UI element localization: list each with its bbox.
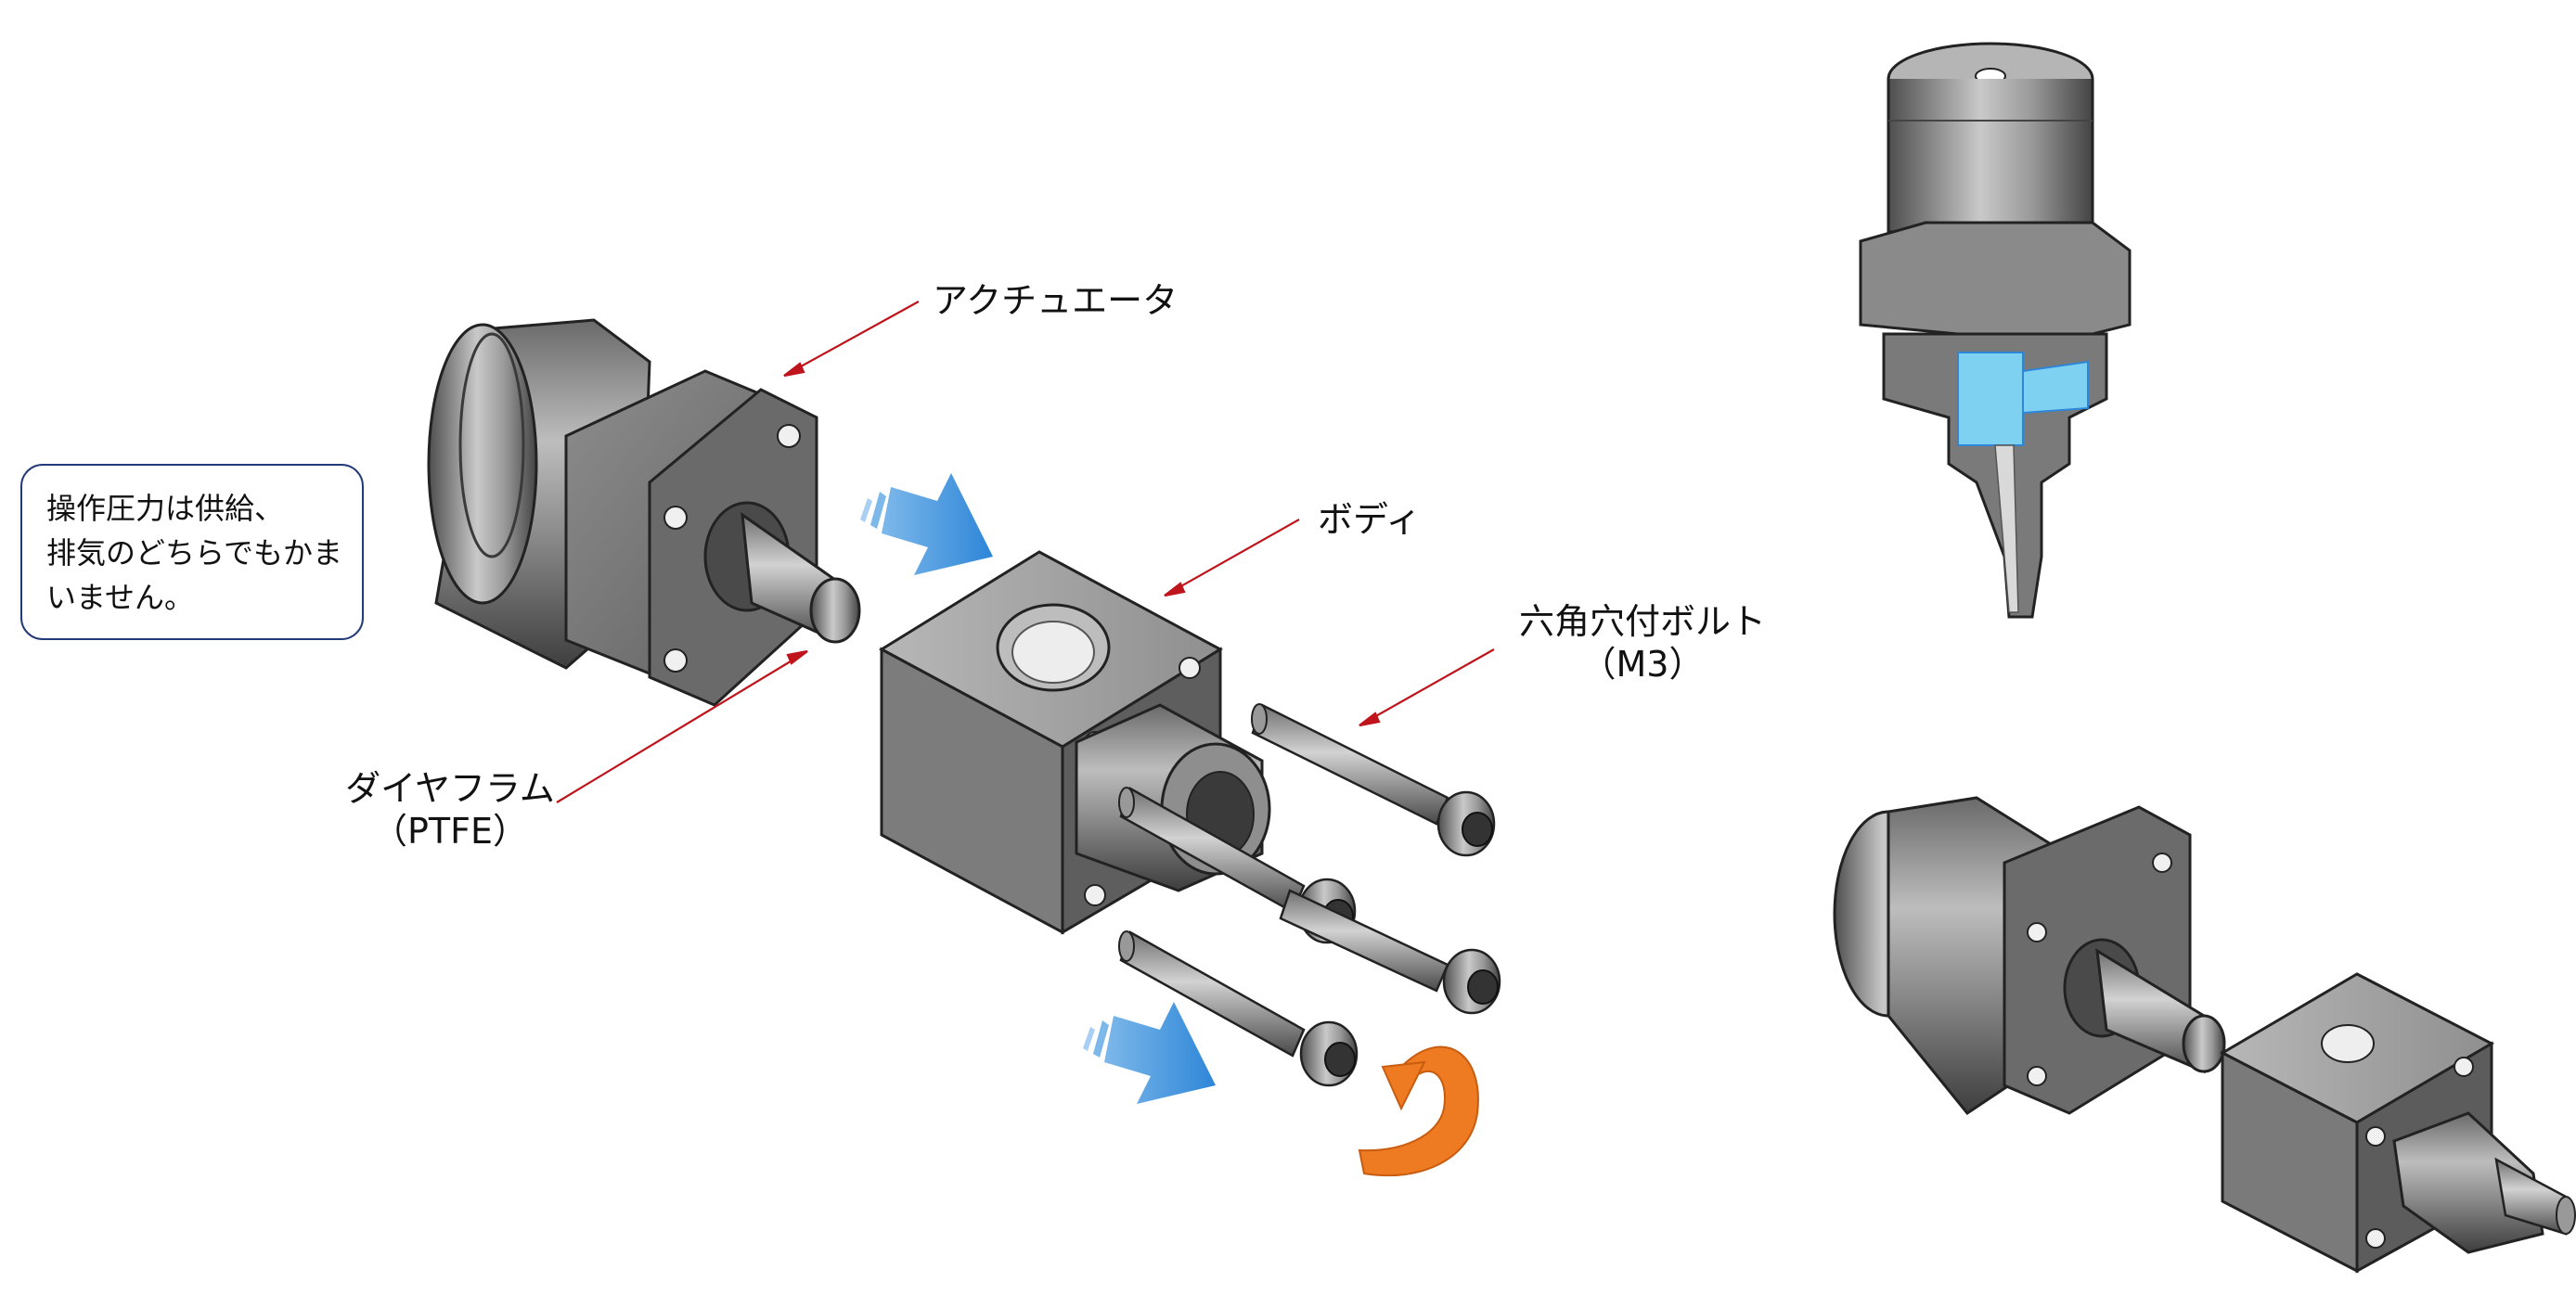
note-line2: 排気のどちらでもかま (46, 535, 343, 571)
bolt-upper-right (1251, 703, 1496, 857)
assembled-body-view (2219, 972, 2576, 1274)
body-label: ボディ (1318, 499, 1422, 540)
actuator-part (427, 318, 861, 707)
leader-body (1164, 519, 1300, 596)
rotate-arrow (1358, 1045, 1479, 1177)
push-arrow-top (860, 473, 993, 575)
bolt-label-line1: 六角穴付ボルト (1518, 601, 1766, 642)
diaphragm-label-line1: ダイヤフラム (345, 768, 555, 809)
note-line3: いません。 (46, 580, 195, 615)
leader-diaphragm (556, 650, 808, 803)
bolt-bottom (1118, 930, 1359, 1087)
leader-lines (556, 301, 1495, 803)
actuator-label: アクチュエータ (933, 280, 1179, 321)
hex-socket-bolts (1118, 703, 1501, 1087)
operating-pressure-note: 操作圧力は供給、 排気のどちらでもかま いません。 (20, 464, 364, 640)
bolt-lower-right (1279, 889, 1501, 1015)
bolt-label-line2: （M3） (1580, 643, 1705, 685)
note-line1: 操作圧力は供給、 (46, 491, 285, 526)
body-part (879, 550, 1271, 935)
assembled-actuator-view (1833, 796, 2226, 1116)
cross-section-view (1859, 42, 2132, 619)
diaphragm-label-line2: （PTFE） (372, 810, 528, 852)
diaphragm-label: ダイヤフラム （PTFE） (343, 768, 557, 853)
bolt-label: 六角穴付ボルト （M3） (1503, 601, 1782, 686)
leader-bolt (1359, 648, 1495, 726)
leader-actuator (783, 301, 920, 377)
push-arrow-bottom (1083, 1002, 1216, 1104)
